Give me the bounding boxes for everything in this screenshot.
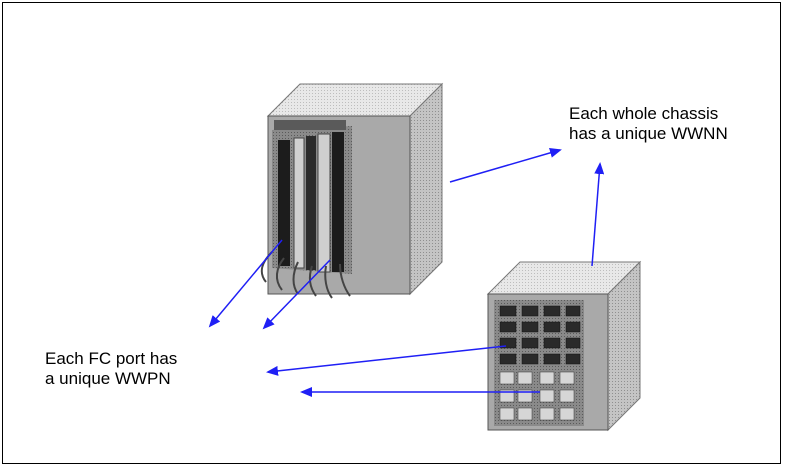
- director-blade: [317, 133, 331, 273]
- arrow-switch-to-wwnn: [591, 162, 605, 267]
- arrow-director-port-1: [208, 239, 283, 328]
- director-blade: [306, 136, 316, 270]
- arrow-director-to-wwnn: [449, 147, 562, 183]
- wwnn-label-line-1: Each whole chassis: [569, 104, 719, 123]
- wwpn-label-line-2: a unique WWPN: [45, 369, 171, 388]
- wwpn-label: Each FC port has a unique WWPN: [45, 349, 177, 389]
- director-blade: [278, 140, 290, 266]
- wwnn-label: Each whole chassis has a unique WWNN: [569, 104, 728, 144]
- director-side: [409, 82, 443, 296]
- director-chassis: [260, 82, 444, 299]
- wwnn-label-line-2: has a unique WWNN: [569, 124, 728, 143]
- arrow-director-port-2: [262, 259, 331, 330]
- director-cables: [260, 251, 351, 299]
- arrows: [208, 147, 605, 397]
- director-blade: [293, 137, 305, 269]
- switch-ports: [499, 371, 575, 421]
- director-top-vent: [274, 120, 346, 130]
- director-blade: [332, 132, 344, 272]
- switch-modules: [499, 305, 581, 365]
- switch-chassis: [486, 260, 642, 432]
- arrow-switch-port-1: [266, 345, 507, 376]
- wwpn-label-line-1: Each FC port has: [45, 349, 178, 368]
